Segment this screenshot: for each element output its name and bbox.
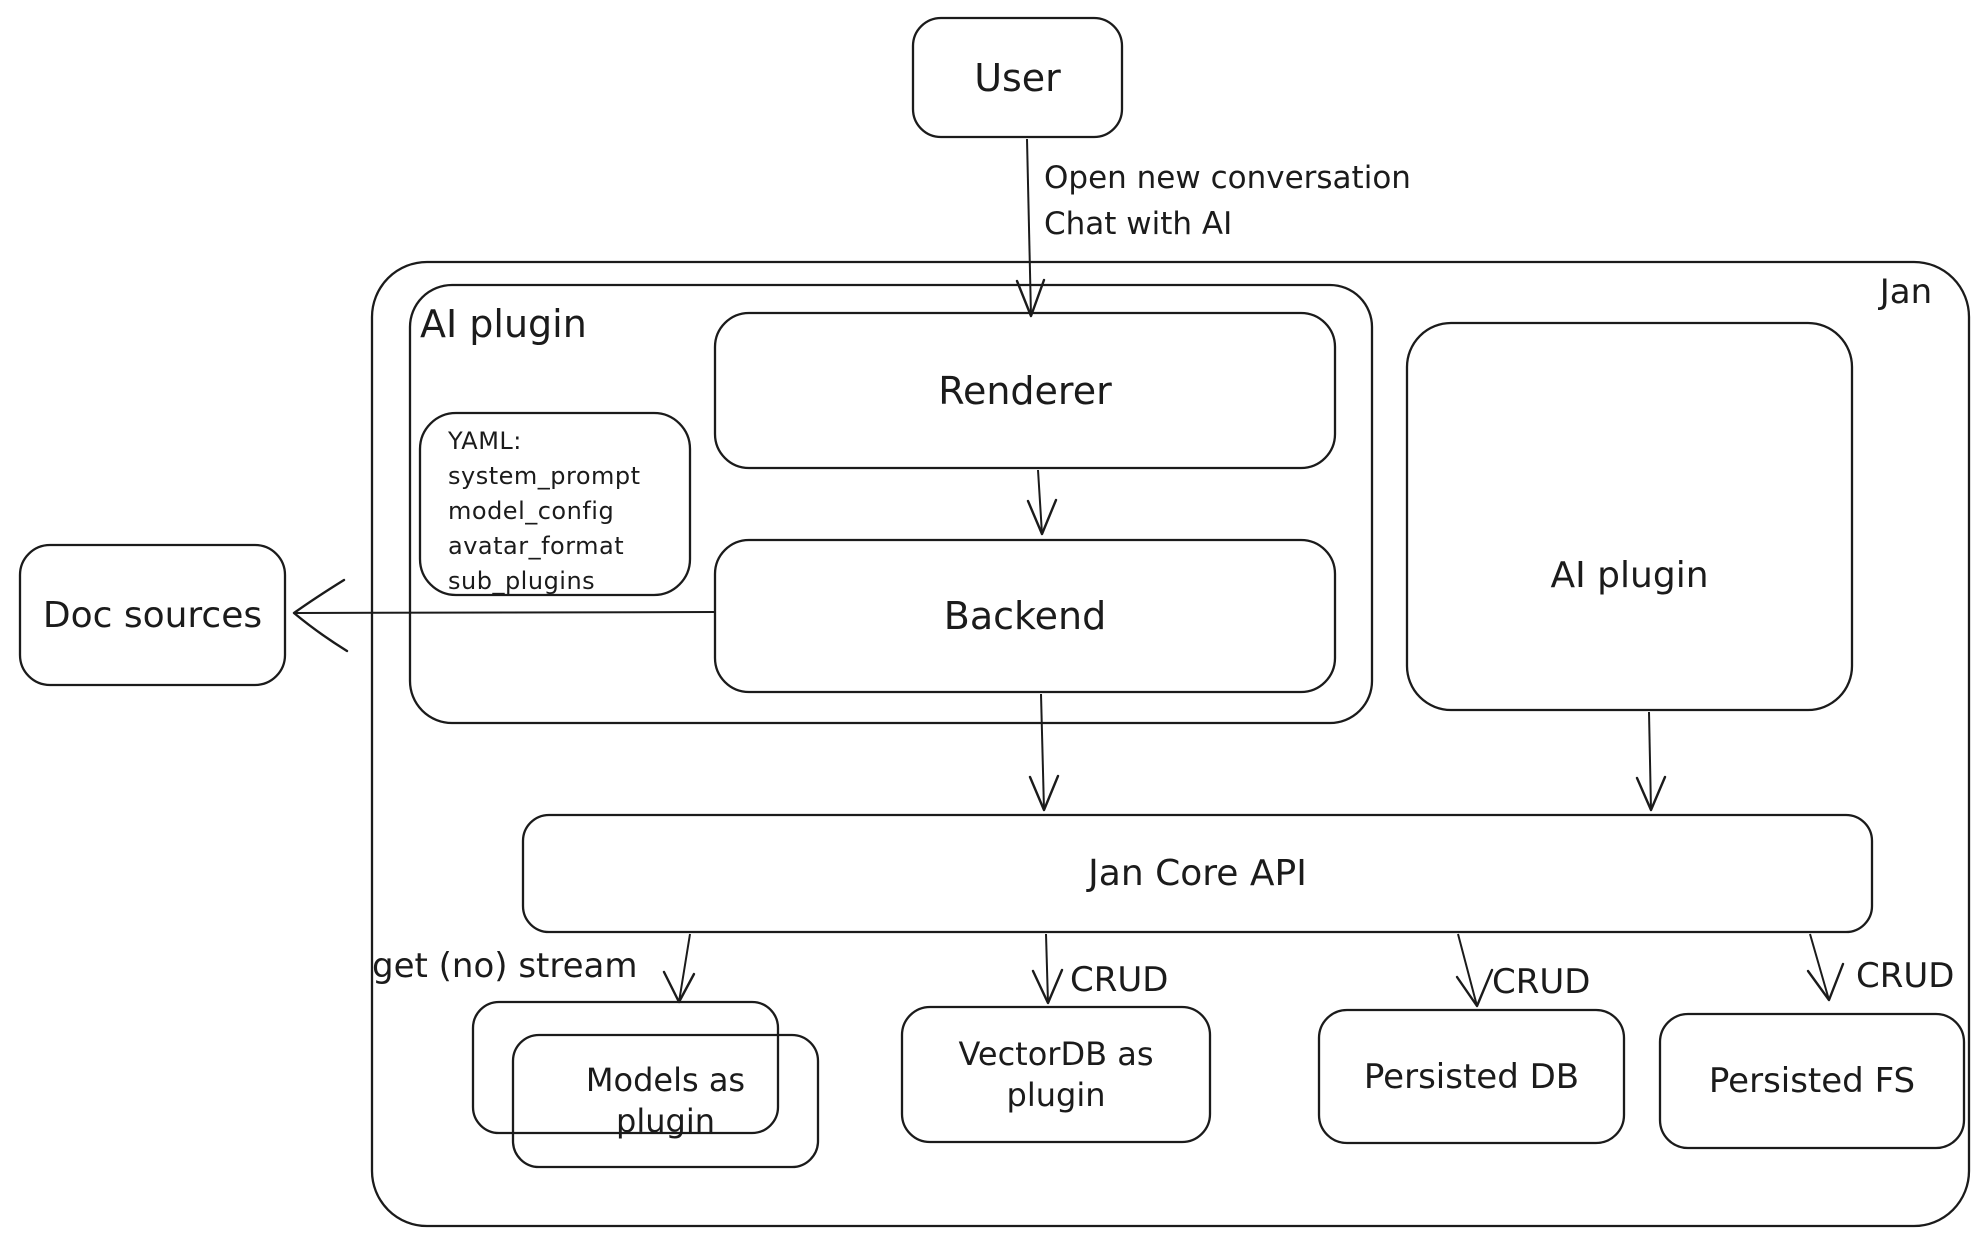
edge-label-crud-vectordb: CRUD bbox=[1070, 960, 1169, 1000]
edge-ai-plugin-right-to-jan-core-api bbox=[1648, 711, 1652, 811]
yaml-note-text: YAML: system_prompt model_config avatar_… bbox=[448, 424, 641, 599]
jan-core-api-box bbox=[521, 813, 1874, 934]
edge-label-get-no-stream: get (no) stream bbox=[372, 946, 638, 986]
yaml-line-2: system_prompt bbox=[448, 462, 641, 490]
arrowhead-api-to-vectordb-plugin bbox=[1031, 968, 1064, 1005]
yaml-line-4: avatar_format bbox=[448, 532, 625, 560]
user-label: User bbox=[974, 55, 1061, 100]
ai-plugin-right-label: AI plugin bbox=[1550, 554, 1709, 596]
models-plugin-line-1: Models as bbox=[585, 1061, 746, 1099]
ai-plugin-left-label: AI plugin bbox=[420, 302, 587, 346]
yaml-line-3: model_config bbox=[448, 497, 615, 525]
models-plugin-label: Models as plugin bbox=[513, 1035, 818, 1167]
vectordb-plugin-line-1: VectorDB as bbox=[958, 1034, 1154, 1073]
renderer-label: Renderer bbox=[938, 368, 1112, 413]
renderer-box bbox=[713, 311, 1337, 470]
arrowhead-backend-to-jan-core-api bbox=[1028, 774, 1060, 812]
arrowhead-api-to-persisted-db bbox=[1455, 968, 1494, 1008]
edge-renderer-to-backend bbox=[1037, 469, 1043, 535]
edge-label-crud-persisted-fs: CRUD bbox=[1856, 956, 1955, 996]
edge-label-open-new-conversation: Open new conversation bbox=[1044, 160, 1411, 196]
edge-backend-to-doc-sources bbox=[295, 611, 716, 614]
yaml-line-5: sub_plugins bbox=[448, 567, 596, 595]
models-plugin-back-box bbox=[471, 1000, 780, 1135]
vectordb-plugin-label: VectorDB as plugin bbox=[902, 1007, 1210, 1142]
edge-label-chat-with-ai: Chat with AI bbox=[1044, 206, 1233, 242]
backend-label: Backend bbox=[943, 594, 1107, 638]
user-box bbox=[911, 16, 1124, 139]
backend-box bbox=[713, 538, 1337, 694]
arrowhead-api-to-models-plugin bbox=[662, 970, 696, 1004]
arrowhead-api-to-persisted-fs bbox=[1806, 962, 1845, 1002]
persisted-fs-label: Persisted FS bbox=[1708, 1061, 1916, 1101]
jan-container-label: Jan bbox=[1879, 272, 1933, 312]
yaml-note-box bbox=[418, 411, 692, 597]
doc-sources-label: Doc sources bbox=[42, 594, 263, 636]
edge-api-to-persisted-fs bbox=[1809, 933, 1830, 1001]
jan-core-api-label: Jan Core API bbox=[1088, 853, 1307, 894]
vectordb-plugin-line-2: plugin bbox=[1006, 1075, 1106, 1114]
edge-api-to-persisted-db bbox=[1457, 933, 1478, 1007]
models-plugin-line-2: plugin bbox=[616, 1102, 715, 1140]
doc-sources-box bbox=[18, 543, 287, 687]
persisted-fs-box bbox=[1658, 1012, 1966, 1150]
arrowhead-backend-to-doc-sources bbox=[292, 578, 349, 653]
yaml-line-1: YAML: bbox=[448, 427, 522, 455]
edge-user-to-renderer bbox=[1026, 138, 1032, 317]
edge-api-to-vectordb-plugin bbox=[1045, 933, 1049, 1004]
ai-plugin-right-box bbox=[1405, 321, 1854, 712]
ai-plugin-left-container-box bbox=[408, 283, 1374, 725]
models-plugin-front-box bbox=[511, 1033, 820, 1169]
arrowhead-renderer-to-backend bbox=[1026, 498, 1058, 536]
arrowhead-user-to-renderer bbox=[1015, 278, 1046, 318]
persisted-db-box bbox=[1317, 1008, 1626, 1145]
arrowhead-ai-plugin-right-to-jan-core-api bbox=[1635, 775, 1667, 812]
edge-backend-to-jan-core-api bbox=[1040, 693, 1045, 811]
edge-label-crud-persisted-db: CRUD bbox=[1492, 962, 1591, 1002]
vectordb-plugin-box bbox=[900, 1005, 1212, 1144]
edge-api-to-models-plugin bbox=[678, 933, 691, 1003]
jan-container-box bbox=[370, 260, 1971, 1228]
persisted-db-label: Persisted DB bbox=[1363, 1056, 1580, 1097]
